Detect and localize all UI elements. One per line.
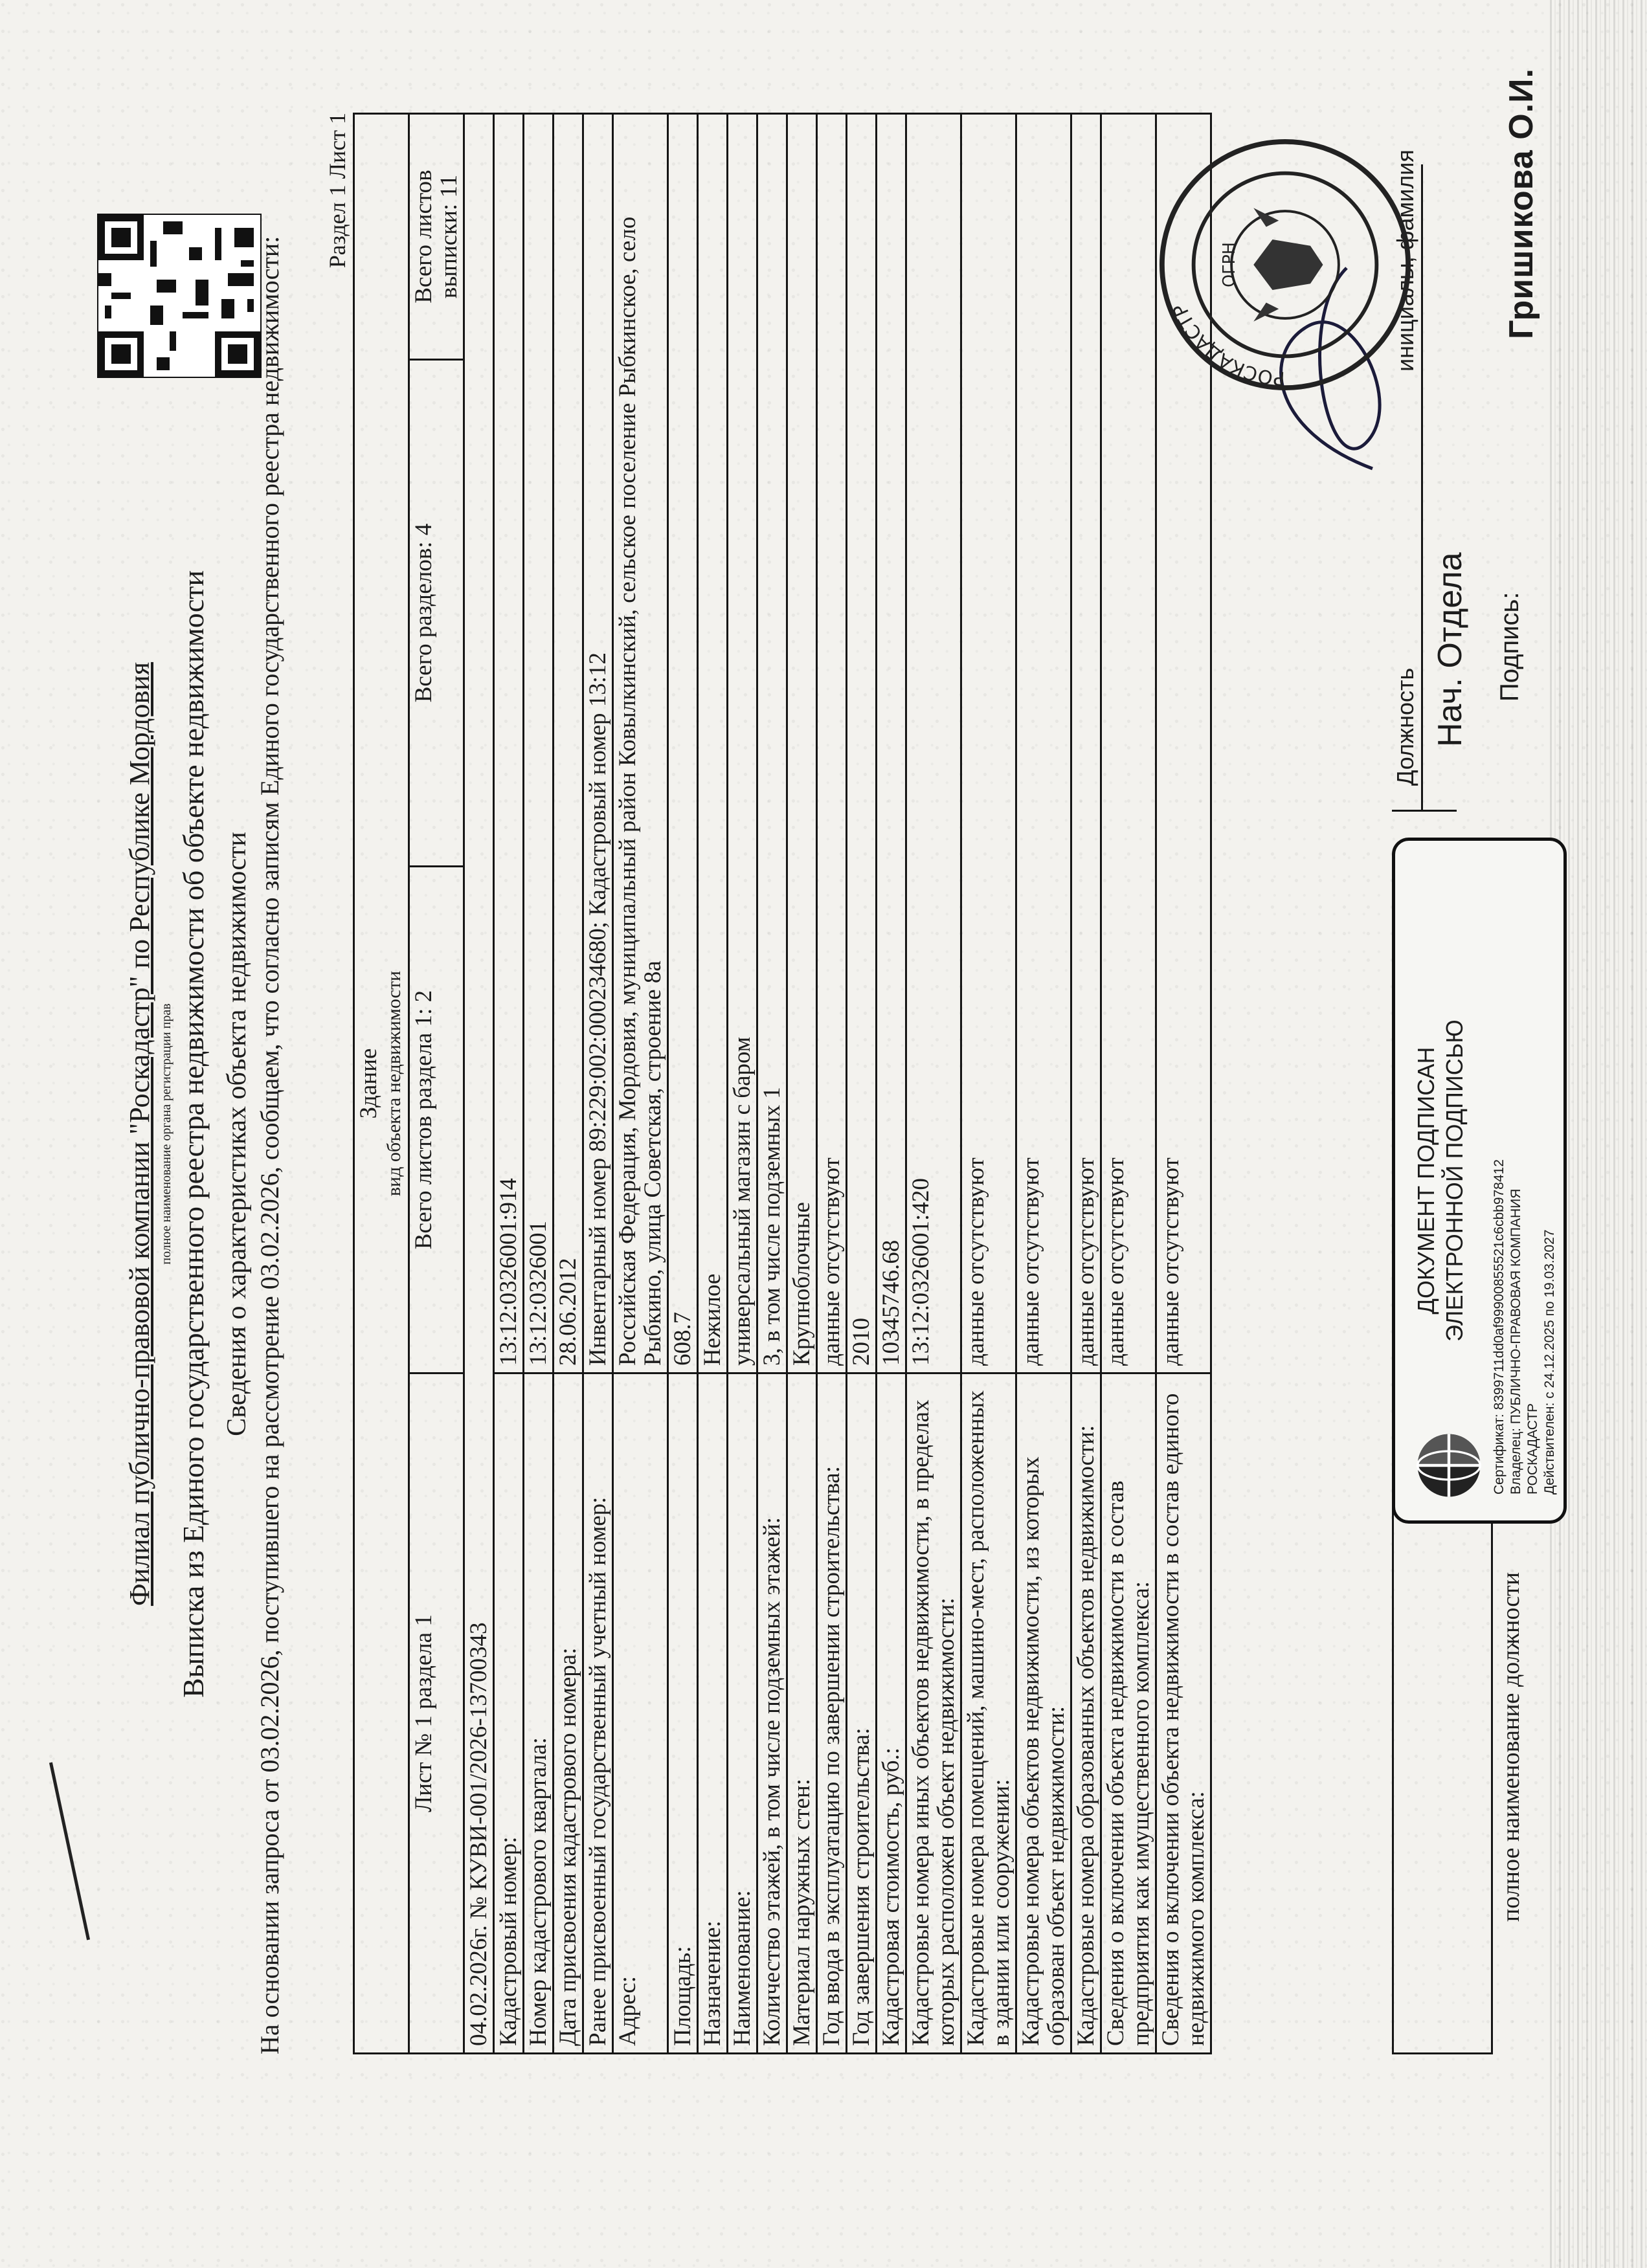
seal-ogrn: ОГРН <box>1219 242 1238 287</box>
row-value: Крупноблочные <box>787 113 817 1373</box>
object-type-caption: вид объекта недвижимости <box>383 970 405 1197</box>
row-value: 2010 <box>846 113 877 1373</box>
table-row: Дата присвоения кадастрового номера:28.0… <box>553 113 583 2054</box>
row-label: Адрес: <box>612 1373 668 2054</box>
table-row: Материал наружных стен:Крупноблочные <box>787 113 817 2054</box>
position-box <box>1392 1440 1491 2054</box>
row-value: 10345746.68 <box>876 113 906 1373</box>
signature-line-top <box>1421 164 1423 812</box>
table-row: Кадастровая стоимость, руб.:10345746.68 <box>876 113 906 2054</box>
eds-title-line-1: ДОКУМЕНТ ПОДПИСАН <box>1413 1047 1439 1315</box>
eds-title-line-2: ЭЛЕКТРОННОЙ ПОДПИСЬЮ <box>1441 1019 1468 1342</box>
row-label: Сведения о включении объекта недвижимост… <box>1101 1373 1156 2054</box>
signer-name: Гришикова О.И. <box>1503 67 1540 339</box>
row-value: Нежилое <box>697 113 728 1373</box>
row-label: Количество этажей, в том числе подземных… <box>757 1373 787 2054</box>
eagle-wings-icon <box>1253 208 1279 322</box>
table-row: Наименование:универсальный магазин с бар… <box>727 113 757 2054</box>
table-row: Кадастровые номера образованных объектов… <box>1071 113 1101 2054</box>
eagle-icon <box>1253 239 1323 290</box>
table-row: Кадастровые номера иных объектов недвижи… <box>906 113 961 2054</box>
table-row: Ранее присвоенный государственный учетны… <box>583 113 613 2054</box>
sheet-no: Лист № 1 раздела 1 <box>409 1373 464 2054</box>
row-label: Кадастровые номера образованных объектов… <box>1071 1373 1101 2054</box>
object-type-cell: Здание вид объекта недвижимости <box>353 113 409 2054</box>
row-label: Назначение: <box>697 1373 728 2054</box>
table-row: Кадастровые номера помещений, машино-мес… <box>961 113 1016 2054</box>
row-label: Материал наружных стен: <box>787 1373 817 2054</box>
official-seal: РОСКАДАСТР ОГРН <box>1159 139 1411 391</box>
row-label: Кадастровые номера иных объектов недвижи… <box>906 1373 961 2054</box>
table-row: Площадь:608.7 <box>667 113 698 2054</box>
signature-label: Подпись: <box>1496 592 1524 702</box>
section-label: Раздел 1 Лист 1 <box>324 113 350 269</box>
signature-divider <box>1392 810 1457 812</box>
row-label: Дата присвоения кадастрового номера: <box>553 1373 583 2054</box>
row-label: Кадастровые номера объектов недвижимости… <box>1016 1373 1071 2054</box>
row-label: Сведения о включении объекта недвижимост… <box>1156 1373 1211 2054</box>
table-row: Кадастровый номер:13:12:0326001:914 <box>493 113 524 2054</box>
row-label: Кадастровый номер: <box>493 1373 524 2054</box>
row-label: Год завершения строительства: <box>846 1373 877 2054</box>
table-row: Назначение:Нежилое <box>697 113 728 2054</box>
doc-number: 04.02.2026г. № КУВИ-001/2026-13700343 <box>464 113 494 2054</box>
table-row: Кадастровые номера объектов недвижимости… <box>1016 113 1071 2054</box>
table-row: Количество этажей, в том числе подземных… <box>757 113 787 2054</box>
eds-valid: Действителен: с 24.12.2025 по 19.03.2027 <box>1542 1229 1557 1495</box>
row-value: универсальный магазин с баром <box>727 113 757 1373</box>
row-value: данные отсутствуют <box>1101 113 1156 1373</box>
row-value: 28.06.2012 <box>553 113 583 1373</box>
basis-text: На основании запроса от 03.02.2026, пост… <box>255 236 284 2054</box>
position-block: полное наименование должности <box>1392 1440 1525 2054</box>
globe-icon <box>1416 1434 1482 1497</box>
row-value: 3, в том числе подземных 1 <box>757 113 787 1373</box>
row-value: 13:12:0326001:420 <box>906 113 961 1373</box>
row-value: 13:12:0326001 <box>523 113 554 1373</box>
characteristics-table: Здание вид объекта недвижимости Лист № 1… <box>353 113 1212 2054</box>
qr-code <box>97 214 262 378</box>
eds-owner-2: РОСКАДАСТР <box>1525 1403 1540 1495</box>
table-row: Сведения о включении объекта недвижимост… <box>1156 113 1211 2054</box>
row-label: Площадь: <box>667 1373 698 2054</box>
position-caption: полное наименование должности <box>1491 1440 1525 2054</box>
table-row: Сведения о включении объекта недвижимост… <box>1101 113 1156 2054</box>
row-label: Ранее присвоенный государственный учетны… <box>583 1373 613 2054</box>
sections-total: Всего разделов: 4 <box>409 359 464 867</box>
signer-role: Нач. Отдела <box>1431 552 1469 747</box>
row-value: данные отсутствуют <box>1071 113 1101 1373</box>
sheets-in-section: Всего листов раздела 1: 2 <box>409 866 464 1373</box>
row-value: данные отсутствуют <box>816 113 847 1373</box>
row-value: Инвентарный номер 89:229:002:000234680; … <box>583 113 613 1373</box>
table-row: Номер кадастрового квартала:13:12:032600… <box>523 113 554 2054</box>
handwritten-signature <box>1279 267 1382 471</box>
table-row: Адрес:Российская Федерация, Мордовия, му… <box>612 113 668 2054</box>
eds-cert: Сертификат: 8399711dd0af99900855521c6cbb… <box>1492 1159 1507 1495</box>
table-row: Год завершения строительства:2010 <box>846 113 877 2054</box>
row-label: Год ввода в эксплуатацию по завершении с… <box>816 1373 847 2054</box>
row-label: Кадастровые номера помещений, машино-мес… <box>961 1373 1016 2054</box>
eds-title: ДОКУМЕНТ ПОДПИСАН ЭЛЕКТРОННОЙ ПОДПИСЬЮ <box>1412 841 1469 1520</box>
row-label: Кадастровая стоимость, руб.: <box>876 1373 906 2054</box>
row-value: 608.7 <box>667 113 698 1373</box>
row-value: данные отсутствуют <box>961 113 1016 1373</box>
row-label: Наименование: <box>727 1373 757 2054</box>
row-value: Российская Федерация, Мордовия, муниципа… <box>612 113 668 1373</box>
position-label: Должность <box>1392 667 1418 786</box>
sheets-total: Всего листов выписки: 11 <box>409 113 464 360</box>
row-value: данные отсутствуют <box>1016 113 1071 1373</box>
eds-info: Сертификат: 8399711dd0af99900855521c6cbb… <box>1491 860 1558 1495</box>
eds-owner: Владелец: ПУБЛИЧНО-ПРАВОВАЯ КОМПАНИЯ <box>1508 1188 1523 1495</box>
row-value: 13:12:0326001:914 <box>493 113 524 1373</box>
electronic-signature-stamp: ДОКУМЕНТ ПОДПИСАН ЭЛЕКТРОННОЙ ПОДПИСЬЮ С… <box>1392 838 1567 1524</box>
row-label: Номер кадастрового квартала: <box>523 1373 554 2054</box>
object-type: Здание <box>355 1048 382 1119</box>
table-row: Год ввода в эксплуатацию по завершении с… <box>816 113 847 2054</box>
